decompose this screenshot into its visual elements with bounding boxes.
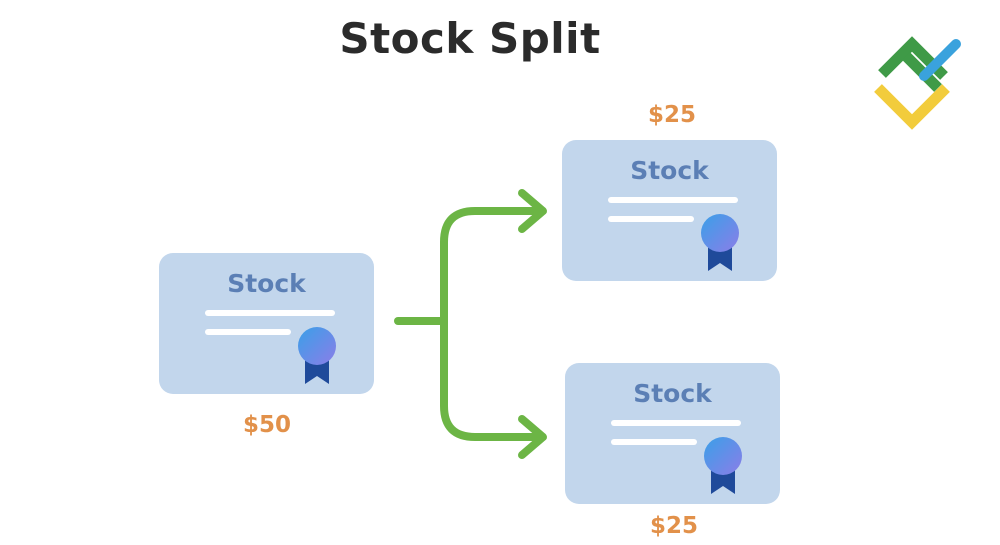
text-line xyxy=(611,420,741,426)
certificate-badge-icon xyxy=(704,437,742,494)
price-split-top: $25 xyxy=(647,102,696,128)
stock-certificate-split-bottom: Stock xyxy=(565,363,780,504)
stock-certificate-original: Stock xyxy=(159,253,374,394)
text-line xyxy=(611,439,697,445)
text-line xyxy=(608,216,694,222)
card-label: Stock xyxy=(227,269,306,298)
certificate-badge-icon xyxy=(298,327,336,384)
price-split-bottom: $25 xyxy=(649,513,698,539)
card-label: Stock xyxy=(633,379,712,408)
page-title: Stock Split xyxy=(339,14,601,63)
brand-logo-icon xyxy=(874,36,961,130)
stock-certificate-split-top: Stock xyxy=(562,140,777,281)
certificate-badge-icon xyxy=(701,214,739,271)
card-label: Stock xyxy=(630,156,709,185)
text-line xyxy=(608,197,738,203)
price-original: $50 xyxy=(242,412,291,438)
text-line xyxy=(205,310,335,316)
text-line xyxy=(205,329,291,335)
